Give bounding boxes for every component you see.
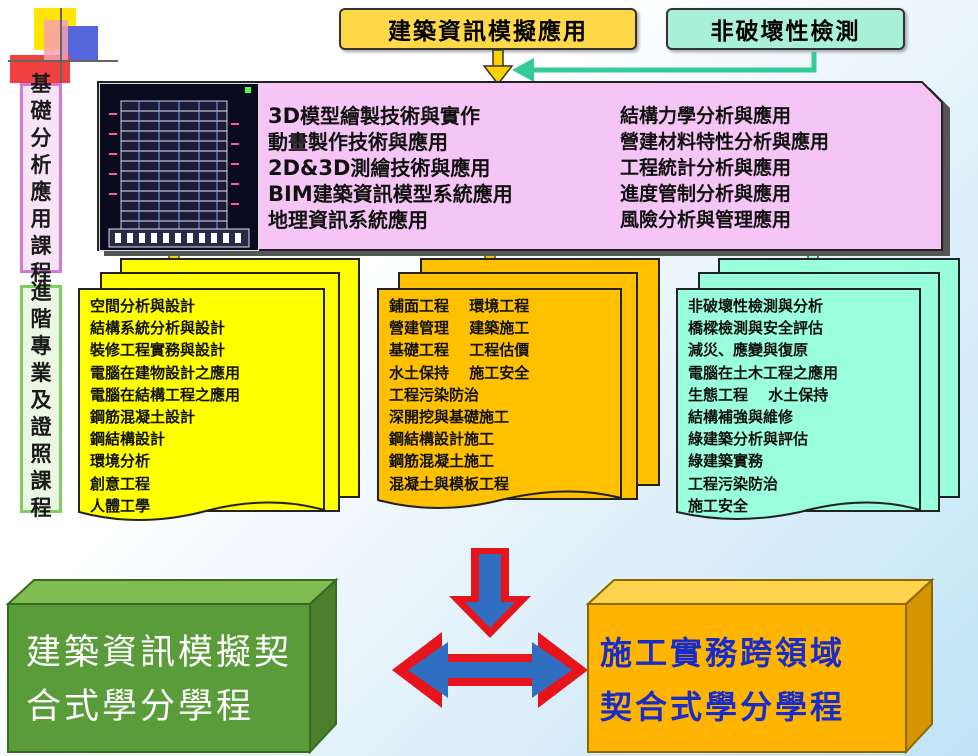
yellow-course-item: 人體工學 bbox=[90, 496, 151, 515]
green-course-item: 電腦在土木工程之應用 bbox=[688, 363, 839, 382]
green-course-item: 結構補強與維修 bbox=[688, 407, 794, 426]
basic-courses-label: 基 礎 分 析 應 用 課 程 bbox=[20, 71, 62, 285]
bim-down-arrow-head bbox=[482, 65, 514, 86]
yellow-course-item: 裝修工程實務與設計 bbox=[90, 341, 226, 360]
yellow-course-item: 結構系統分析與設計 bbox=[90, 319, 226, 338]
orange-course-item: 深開挖與基礎施工 bbox=[389, 407, 510, 426]
green-course-item: 工程污染防治 bbox=[688, 474, 779, 493]
basic-course-item: 3D模型繪製技術與實作 bbox=[268, 104, 481, 128]
orange-course-item: 鋪面工程 環境工程 bbox=[389, 297, 530, 315]
bim-program-box bbox=[5, 577, 339, 755]
orange-sheet-front bbox=[377, 288, 622, 509]
basic-course-item: 營建材料特性分析與應用 bbox=[620, 131, 830, 153]
basic-course-item: 地理資訊系統應用 bbox=[268, 208, 428, 232]
green-course-item: 減災、應變與復原 bbox=[688, 341, 809, 360]
yellow-course-item: 創意工程 bbox=[90, 474, 151, 493]
orange-course-list: 鋪面工程 環境工程 營建管理 建築施工 基礎工程 工程估價 水土保持 施工安全 … bbox=[389, 295, 529, 495]
building-image bbox=[99, 83, 259, 251]
orange-course-item: 水土保持 施工安全 bbox=[389, 363, 530, 382]
green-course-list: 非破壞性檢測與分析 橋樑檢測與安全評估 減災、應變與復原 電腦在土木工程之應用 … bbox=[688, 295, 838, 517]
basic-course-item: 工程統計分析與應用 bbox=[620, 157, 792, 179]
yellow-course-list: 空間分析與設計 結構系統分析與設計 裝修工程實務與設計 電腦在建物設計之應用 電… bbox=[90, 295, 240, 517]
bim-application-box: 建築資訊模擬應用 bbox=[339, 8, 637, 50]
ndt-connector-arrowhead bbox=[512, 58, 534, 82]
big-arrows bbox=[392, 548, 588, 708]
green-course-item: 綠建築實務 bbox=[688, 452, 764, 471]
ndt-connector-line bbox=[530, 52, 817, 73]
green-course-item: 綠建築分析與評估 bbox=[688, 430, 809, 449]
basic-course-item: 風險分析與管理應用 bbox=[620, 209, 792, 231]
bim-application-label: 建築資訊模擬應用 bbox=[388, 18, 588, 45]
orange-course-item: 基礎工程 工程估價 bbox=[389, 341, 530, 360]
yellow-sheet-front bbox=[78, 288, 325, 521]
orange-course-item: 混凝土與模板工程 bbox=[389, 474, 510, 493]
construction-program-box bbox=[585, 577, 935, 755]
ndt-box: 非破壞性檢測 bbox=[666, 8, 905, 50]
bim-program-label: 建築資訊模擬契 合式學分學程 bbox=[26, 633, 293, 727]
decorative-pink-square bbox=[44, 20, 68, 60]
green-course-item: 橋樑檢測與安全評估 bbox=[688, 319, 824, 338]
yellow-course-item: 空間分析與設計 bbox=[90, 297, 196, 315]
basic-course-item: 動畫製作技術與應用 bbox=[268, 130, 448, 154]
orange-course-item: 營建管理 建築施工 bbox=[389, 319, 530, 338]
basic-course-item: 進度管制分析與應用 bbox=[620, 183, 792, 205]
yellow-course-item: 電腦在建物設計之應用 bbox=[90, 363, 241, 382]
yellow-course-item: 環境分析 bbox=[90, 452, 151, 471]
green-sheet-front bbox=[676, 288, 921, 520]
green-course-item: 非破壞性檢測與分析 bbox=[688, 297, 824, 315]
basic-courses-right-column: 結構力學分析與應用 營建材料特性分析與應用 工程統計分析與應用 進度管制分析與應… bbox=[620, 103, 829, 233]
orange-course-item: 鋼筋混凝土施工 bbox=[389, 452, 495, 471]
basic-course-item: BIM建築資訊模型系統應用 bbox=[268, 182, 513, 206]
decorative-horizontal-line bbox=[8, 60, 118, 62]
yellow-course-item: 鋼結構設計 bbox=[90, 430, 166, 449]
basic-courses-left-column: 3D模型繪製技術與實作 動畫製作技術與應用 2D&3D測繪技術與應用 BIM建築… bbox=[268, 103, 513, 233]
double-arrow-inner bbox=[408, 642, 572, 698]
orange-course-item: 工程污染防治 bbox=[389, 385, 480, 404]
basic-courses-panel bbox=[97, 81, 950, 256]
advanced-courses-label: 進 階 專 業 及 證 照 課 程 bbox=[20, 279, 62, 520]
basic-course-item: 2D&3D測繪技術與應用 bbox=[268, 156, 491, 180]
decorative-vertical-line bbox=[60, 8, 62, 98]
ndt-label: 非破壞性檢測 bbox=[710, 18, 861, 45]
yellow-course-item: 鋼筋混凝土設計 bbox=[90, 407, 196, 426]
yellow-course-item: 電腦在結構工程之應用 bbox=[90, 385, 241, 404]
basic-course-item: 結構力學分析與應用 bbox=[620, 105, 792, 127]
down-arrow-inner bbox=[465, 554, 515, 628]
green-course-item: 施工安全 bbox=[688, 496, 749, 515]
green-course-item: 生態工程 水土保持 bbox=[688, 385, 829, 404]
orange-course-item: 鋼結構設計施工 bbox=[389, 430, 495, 449]
construction-program-label: 施工實務跨領域 契合式學分學程 bbox=[600, 634, 846, 726]
